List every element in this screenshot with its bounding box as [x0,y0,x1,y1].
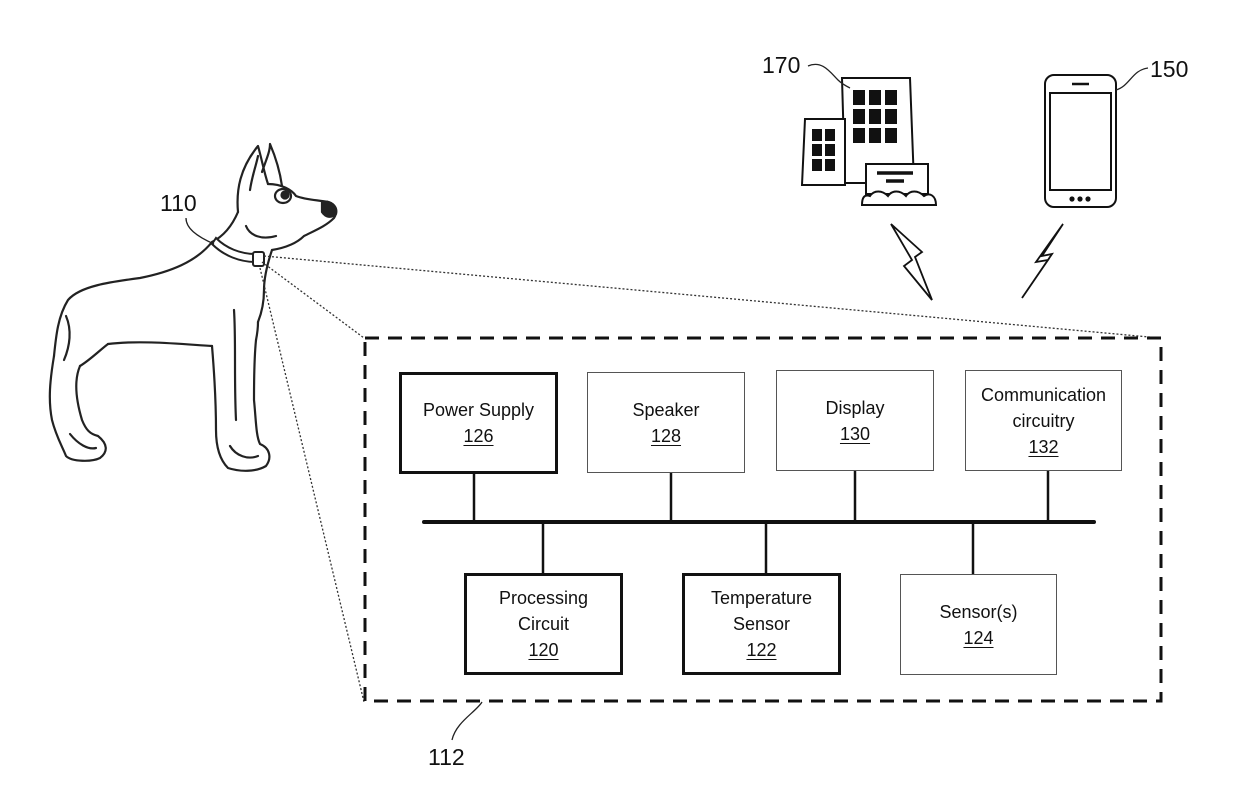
block-ref: 130 [840,421,870,447]
callout-170-leader [808,64,850,88]
block-label-line1: Processing [499,585,588,611]
lightning-bolt-icon [891,224,932,300]
callout-112: 112 [428,744,465,771]
block-ref: 126 [463,423,493,449]
block-display: Display 130 [776,370,934,471]
block-label-line2: Circuit [518,611,569,637]
block-communication-circuitry: Communication circuitry 132 [965,370,1122,471]
block-label-line1: Communication [981,382,1106,408]
callout-150: 150 [1150,56,1188,83]
callout-110-leader [186,218,214,244]
block-label: Sensor(s) [939,599,1017,625]
block-temperature-sensor: Temperature Sensor 122 [682,573,841,675]
block-label-line2: Sensor [733,611,790,637]
collar-icon [212,238,264,266]
block-label-line2: circuitry [1013,408,1075,434]
block-label: Speaker [632,397,699,423]
block-ref: 120 [528,637,558,663]
building-icon [802,78,936,205]
lightning-bolt-icon [1022,224,1063,298]
block-sensors: Sensor(s) 124 [900,574,1057,675]
block-power-supply: Power Supply 126 [399,372,558,474]
block-ref: 124 [963,625,993,651]
block-ref: 128 [651,423,681,449]
callout-112-leader [452,702,482,740]
block-label: Display [825,395,884,421]
block-processing-circuit: Processing Circuit 120 [464,573,623,675]
callout-110: 110 [160,190,197,217]
callout-170: 170 [762,52,800,79]
block-label-line1: Temperature [711,585,812,611]
callout-150-leader [1116,68,1148,90]
smartphone-icon [1045,75,1116,207]
block-ref: 132 [1028,434,1058,460]
block-speaker: Speaker 128 [587,372,745,473]
block-label: Power Supply [423,397,534,423]
block-ref: 122 [746,637,776,663]
